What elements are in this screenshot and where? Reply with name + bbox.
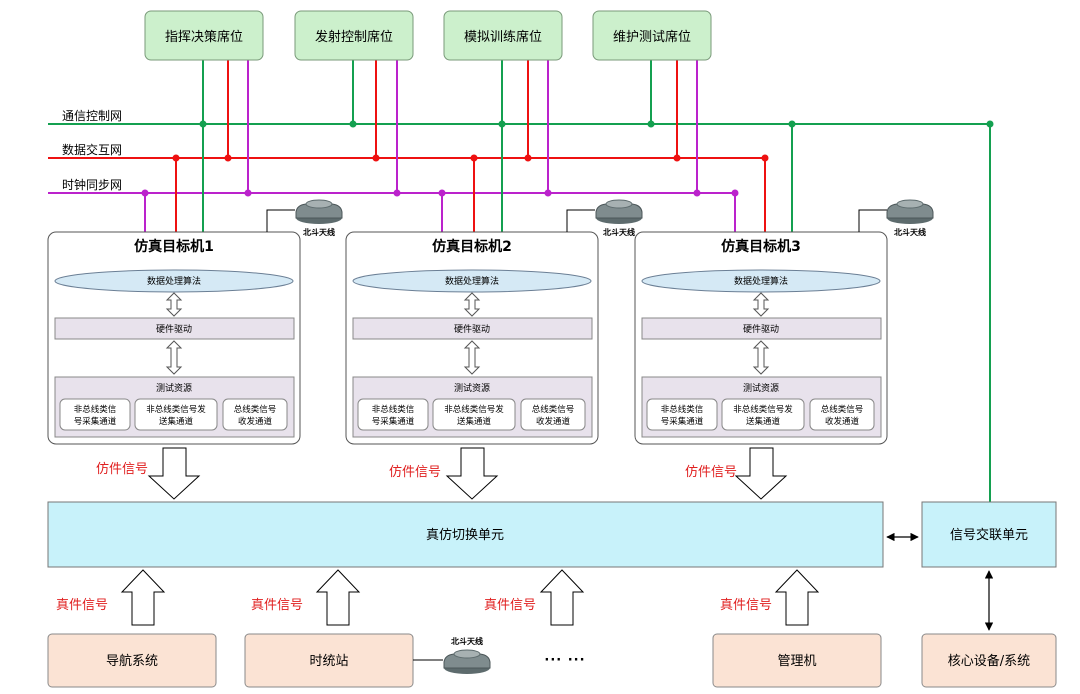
channel-label: 非总线类信号发	[146, 404, 206, 415]
channel-label: 送集通道	[159, 416, 194, 427]
bus-lines	[48, 123, 990, 194]
real-signal-label-4: 真件信号	[720, 598, 772, 613]
target-title: 仿真目标机3	[721, 238, 801, 255]
channel-label: 非总线类信	[661, 404, 704, 415]
mgmt-label: 管理机	[777, 654, 816, 669]
seat-label-1: 指挥决策席位	[165, 29, 243, 45]
channel-label: 号采集通道	[661, 416, 704, 427]
target-machine-2[interactable]: 仿真目标机2 数据处理算法 硬件驱动 测试资源 非总线类信 号采集通道 非总线类…	[345, 209, 599, 445]
beidou-label: 北斗天线	[603, 227, 635, 237]
channel-label: 非总线类信	[74, 404, 117, 415]
clock-bus-label: 时钟同步网	[62, 177, 122, 192]
core-device-label: 核心设备/系统	[948, 653, 1030, 669]
real-signal-label-3: 真件信号	[484, 598, 536, 613]
resource-label: 测试资源	[454, 382, 490, 394]
junction-dots	[141, 120, 994, 197]
real-signal-arrows	[120, 569, 820, 626]
resource-label: 测试资源	[156, 382, 192, 394]
switch-unit-label: 真仿切换单元	[426, 528, 504, 543]
more-devices-ellipsis: ··· ···	[544, 653, 585, 668]
mgmt-box[interactable]	[712, 633, 882, 688]
sim-signal-label-1: 仿件信号	[96, 462, 148, 477]
channel-label: 收发通道	[825, 416, 860, 427]
channel-label: 收发通道	[238, 416, 273, 427]
channel-label: 送集通道	[457, 416, 492, 427]
seat-box-3[interactable]	[443, 10, 563, 61]
beidou-label: 北斗天线	[303, 227, 335, 237]
nav-system-label: 导航系统	[106, 653, 158, 669]
signal-unit-label: 信号交联单元	[950, 527, 1028, 543]
real-signal-label-1: 真件信号	[56, 598, 108, 613]
target-machine-3[interactable]: 仿真目标机3 数据处理算法 硬件驱动 测试资源 非总线类信 号采集通道 非总线类…	[634, 209, 888, 445]
switch-unit-box[interactable]	[47, 501, 884, 568]
seat-connections	[202, 60, 698, 232]
signal-unit-box[interactable]	[921, 501, 1057, 568]
channel-label: 总线类信号	[532, 404, 575, 415]
timing-station-label: 时统站	[309, 654, 348, 669]
beidou-antenna-3: 北斗天线	[886, 199, 934, 237]
target-connections	[144, 124, 991, 502]
double-arrow	[752, 292, 770, 317]
channel-label: 送集通道	[746, 416, 781, 427]
double-arrow	[463, 340, 481, 375]
resource-label: 测试资源	[743, 382, 779, 394]
sim-signal-label-2: 仿件信号	[389, 465, 441, 480]
channel-label: 号采集通道	[372, 416, 415, 427]
channel-label: 总线类信号	[234, 404, 277, 415]
channel-label: 非总线类信	[372, 404, 415, 415]
double-arrow	[165, 292, 183, 317]
target-title: 仿真目标机2	[432, 238, 512, 255]
driver-label: 硬件驱动	[743, 323, 779, 335]
seat-box-4[interactable]	[592, 10, 712, 61]
driver-label: 硬件驱动	[156, 323, 192, 335]
beidou-antenna-1: 北斗天线	[295, 199, 343, 237]
seat-box-1[interactable]	[144, 10, 264, 61]
beidou-label: 北斗天线	[451, 636, 483, 646]
driver-label: 硬件驱动	[454, 323, 490, 335]
algo-label: 数据处理算法	[147, 275, 201, 287]
nav-system-box[interactable]	[47, 633, 217, 688]
channel-label: 总线类信号	[821, 404, 864, 415]
target-title: 仿真目标机1	[134, 238, 214, 255]
double-arrow	[463, 292, 481, 317]
channel-label: 非总线类信号发	[733, 404, 793, 415]
double-arrow	[752, 340, 770, 375]
channel-label: 非总线类信号发	[444, 404, 504, 415]
seat-boxes: 指挥决策席位 发射控制席位 模拟训练席位 维护测试席位	[144, 10, 712, 61]
seat-label-3: 模拟训练席位	[464, 29, 542, 45]
beidou-antenna-4: 北斗天线	[443, 636, 491, 674]
data-bus-label: 数据交互网	[62, 142, 122, 157]
seat-box-2[interactable]	[294, 10, 414, 61]
double-arrow	[165, 340, 183, 375]
sim-signal-arrows	[147, 447, 788, 500]
seat-label-2: 发射控制席位	[315, 29, 393, 45]
core-device-box[interactable]	[921, 633, 1057, 688]
channel-label: 收发通道	[536, 416, 571, 427]
channel-label: 号采集通道	[74, 416, 117, 427]
beidou-label: 北斗天线	[894, 227, 926, 237]
algo-label: 数据处理算法	[734, 275, 788, 287]
real-signal-label-2: 真件信号	[251, 598, 303, 613]
target-machine-1[interactable]: 仿真目标机1 数据处理算法 硬件驱动 测试资源 非总线类信 号采集通道 非总线类…	[47, 209, 301, 445]
beidou-antenna-2: 北斗天线	[595, 199, 643, 237]
sim-signal-label-3: 仿件信号	[685, 465, 737, 480]
seat-label-4: 维护测试席位	[613, 29, 691, 45]
comm-bus-label: 通信控制网	[62, 109, 122, 123]
algo-label: 数据处理算法	[445, 275, 499, 287]
